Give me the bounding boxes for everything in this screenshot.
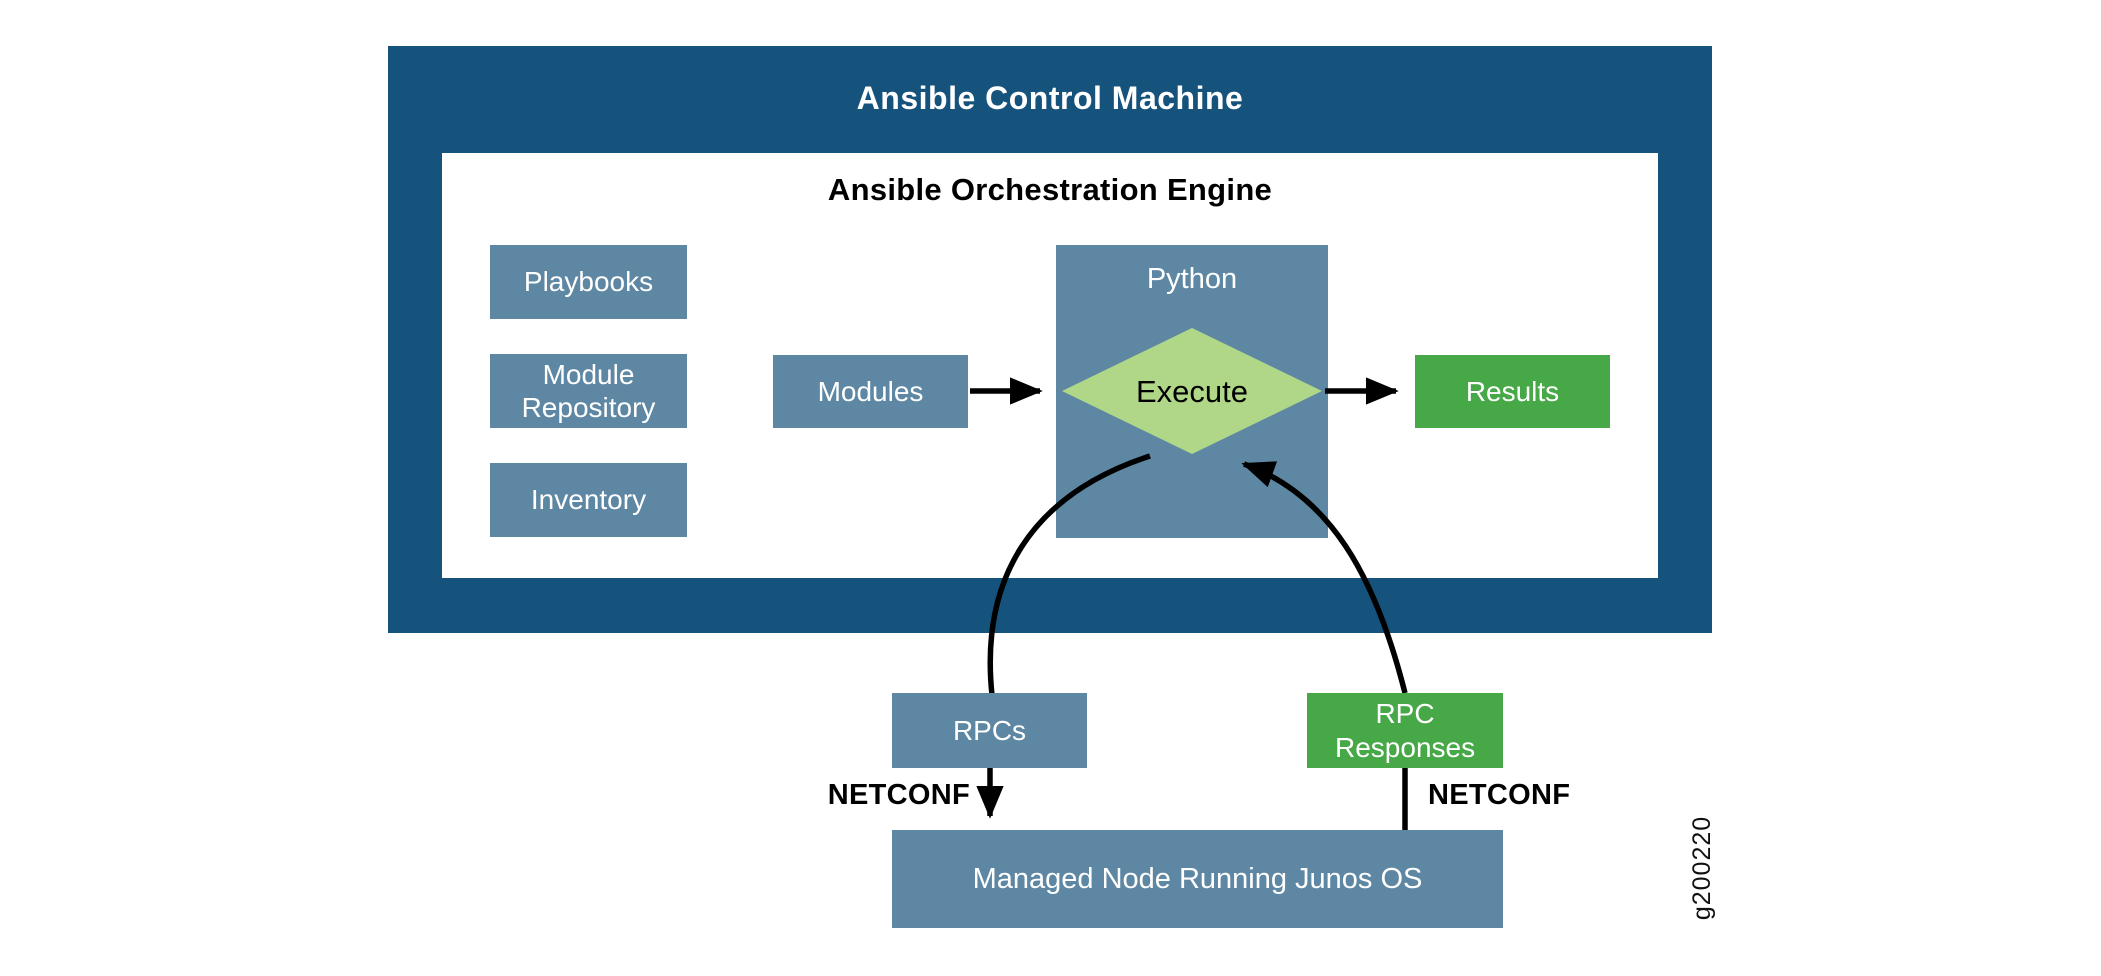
modules-node: Modules xyxy=(773,355,968,428)
inventory-label: Inventory xyxy=(530,484,647,516)
module-repository-label: Module Repository xyxy=(521,358,656,423)
modules-label: Modules xyxy=(817,375,924,407)
rpc-responses-label: RPC Responses xyxy=(1335,698,1476,763)
netconf-label-right: NETCONF xyxy=(1428,779,1571,811)
inventory-node: Inventory xyxy=(490,463,687,537)
managed-node: Managed Node Running Junos OS xyxy=(892,830,1503,928)
results-label: Results xyxy=(1465,375,1560,407)
rpcs-label: RPCs xyxy=(952,714,1027,746)
figure-id: g200220 xyxy=(1688,815,1716,921)
netconf-label-left: NETCONF xyxy=(827,779,970,811)
results-node: Results xyxy=(1415,355,1610,428)
python-label: Python xyxy=(1146,263,1238,295)
playbooks-label: Playbooks xyxy=(523,266,654,298)
module-repository-node: Module Repository xyxy=(490,354,687,428)
managed-node-label: Managed Node Running Junos OS xyxy=(972,862,1423,895)
ansible-orchestration-engine-title: Ansible Orchestration Engine xyxy=(827,172,1273,207)
rpcs-node: RPCs xyxy=(892,693,1087,768)
rpc-responses-node: RPC Responses xyxy=(1307,693,1503,768)
ansible-control-machine-title: Ansible Control Machine xyxy=(856,80,1244,116)
playbooks-node: Playbooks xyxy=(490,245,687,319)
execute-label: Execute xyxy=(1135,374,1248,409)
